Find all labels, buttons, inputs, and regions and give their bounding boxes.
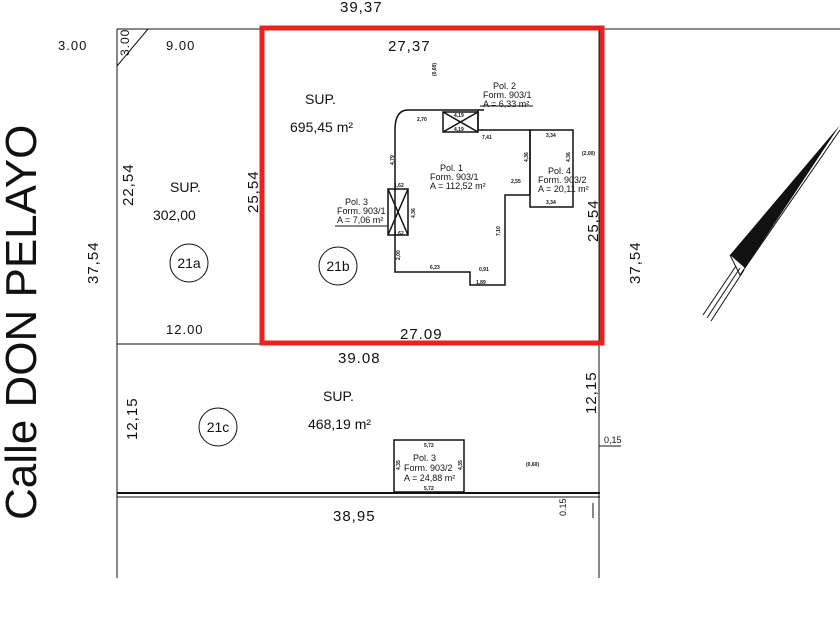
lot-21b-id: 21b	[326, 258, 350, 274]
small-dim: (2,00)	[582, 151, 595, 157]
dim-21c-bottom: 38,95	[333, 508, 376, 525]
small-dim: 4,19	[454, 127, 464, 133]
pol3-form: Form. 903/1	[337, 206, 386, 216]
polygon-2-outline	[442, 111, 479, 133]
polygon-3-outline	[387, 188, 409, 236]
small-dim: 5,72	[424, 443, 434, 449]
lot-21a-sup: SUP.	[170, 179, 201, 195]
small-dim: 3,34	[546, 200, 556, 206]
corner-chamfer	[116, 28, 149, 67]
pol1-area: A = 112,52 m²	[430, 181, 486, 191]
lot-21a-area: 302,00	[153, 207, 196, 223]
pol5-area: A = 24,88 m²	[404, 473, 455, 483]
dim-21b-top: 27,37	[388, 38, 431, 55]
dim-left-total: 37,54	[85, 241, 102, 284]
lot-21c-id: 21c	[207, 419, 230, 435]
small-dim: 1,62	[394, 231, 404, 237]
small-dim: 5,72	[424, 486, 434, 492]
pol5-form: Form. 903/2	[404, 463, 453, 473]
pol2-form: Form. 903/1	[483, 90, 532, 100]
dim-21b-bottom: 27.09	[400, 326, 443, 343]
pol4-form: Form. 903/2	[538, 175, 587, 185]
small-dim: 1,89	[476, 280, 486, 286]
dim-right-total: 37,54	[627, 241, 644, 284]
dim-corner: 3.00	[58, 38, 87, 53]
pol3-area: A = 7,06 m²	[337, 215, 383, 225]
dim-21a-right: 25,54	[245, 170, 262, 213]
small-dim: 0,91	[479, 267, 489, 273]
pol1-name: Pol. 1	[440, 163, 463, 173]
pol2-area: A = 6,33 m²	[483, 99, 529, 109]
small-dim: 4,35	[458, 460, 464, 470]
dim-21a-bottom: 12.00	[166, 322, 204, 337]
small-dim: 7,41	[482, 135, 492, 141]
lot-21a-badge	[169, 243, 209, 283]
dim-corner-vertical: 3.00	[118, 29, 132, 56]
small-dim: 4,36	[524, 152, 530, 162]
small-dim: 4,19	[454, 113, 464, 119]
dim-top-total: 39,37	[340, 0, 383, 16]
dim-offset-a: 0,15	[604, 435, 622, 445]
dim-21a-inner: 22,54	[120, 163, 137, 206]
small-dim: (0,60)	[432, 63, 438, 76]
small-dim: 4,79	[390, 155, 396, 165]
small-dim: 4,36	[411, 208, 417, 218]
small-dim: 2,55	[511, 179, 521, 185]
pol5-name: Pol. 3	[413, 453, 436, 463]
dim-21a-top: 9.00	[166, 38, 195, 53]
small-dim: 7,10	[496, 226, 502, 236]
lot-21c-badge	[198, 407, 238, 447]
dim-21c-top: 39.08	[338, 350, 381, 367]
small-dim: 3,34	[546, 133, 556, 139]
pol4-name: Pol. 4	[548, 166, 571, 176]
polygon-1-outline	[394, 109, 531, 286]
street-name: Calle DON PELAYO	[0, 125, 46, 520]
lot-21c-sup: SUP.	[323, 388, 354, 404]
lot-21a-id: 21a	[177, 255, 201, 271]
small-dim: 4,36	[566, 152, 572, 162]
lot-21b-area: 695,45 m²	[290, 119, 353, 135]
lot-21c-area: 468,19 m²	[308, 416, 371, 432]
small-dim: 2,00	[396, 250, 402, 260]
polygon-5-outline	[393, 439, 465, 493]
north-arrow-icon	[702, 125, 840, 322]
dim-21b-right: 25,54	[585, 199, 602, 242]
dim-21c-left: 12,15	[124, 397, 141, 440]
highlight-lot-21b	[259, 25, 605, 346]
small-dim: 4,35	[396, 460, 402, 470]
pol2-name: Pol. 2	[493, 81, 516, 91]
small-dim: 6,23	[430, 265, 440, 271]
small-dim: 1,62	[394, 183, 404, 189]
lot-21b-badge	[318, 246, 358, 286]
lot-21b-sup: SUP.	[305, 91, 336, 107]
dim-offset-b: 0.15	[558, 498, 568, 516]
dim-21c-right: 12,15	[583, 371, 600, 414]
pol4-area: A = 20,11 m²	[538, 184, 589, 194]
small-dim: 2,70	[417, 117, 427, 123]
lot-lines	[116, 28, 840, 578]
small-dim: (0,60)	[526, 462, 539, 468]
building-footprint	[387, 109, 574, 493]
pol3-name: Pol. 3	[345, 197, 368, 207]
polygon-4-outline	[529, 129, 574, 208]
pol1-form: Form. 903/1	[430, 172, 479, 182]
